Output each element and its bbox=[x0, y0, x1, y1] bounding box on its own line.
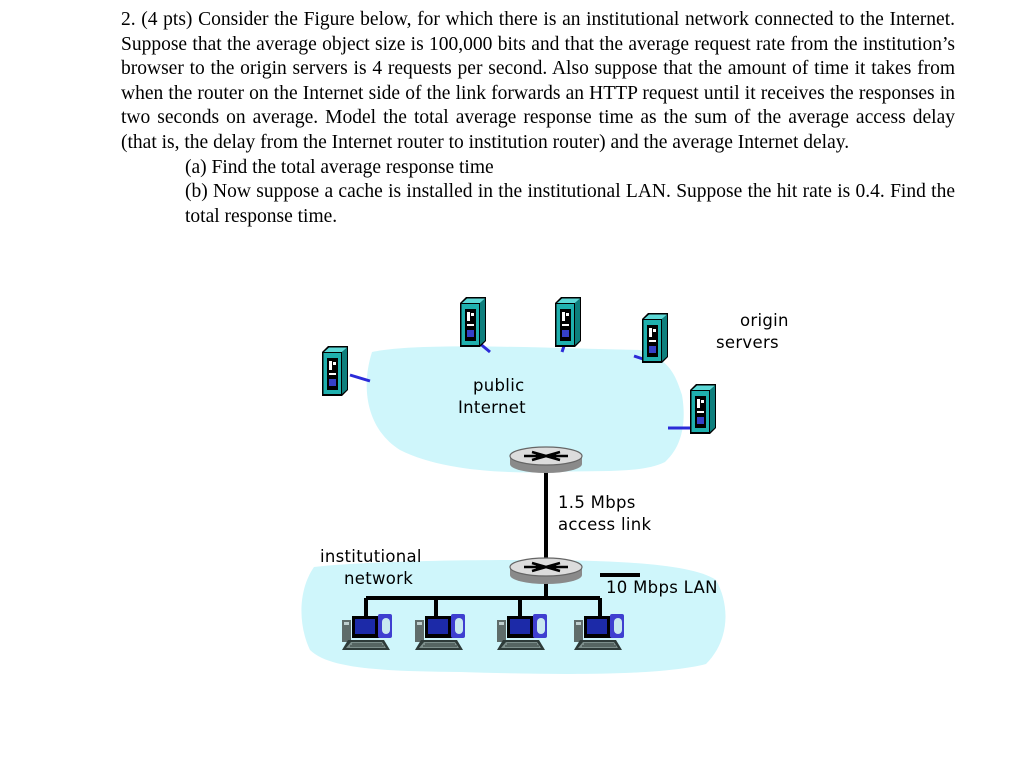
access-link-label: access link bbox=[558, 515, 651, 534]
institutional-label: institutional bbox=[320, 547, 422, 566]
origin-server-icon bbox=[322, 346, 348, 396]
origin-server-icon bbox=[690, 384, 716, 434]
origin-server-icon bbox=[555, 297, 581, 347]
servers-label: servers bbox=[716, 333, 779, 352]
public-internet-cloud bbox=[366, 346, 684, 473]
question-text: 2. (4 pts) Consider the Figure below, fo… bbox=[121, 8, 955, 229]
question-intro: 2. (4 pts) Consider the Figure below, fo… bbox=[121, 9, 955, 153]
public-label: public bbox=[473, 376, 524, 395]
institution-router-icon bbox=[508, 556, 584, 586]
internet-label: Internet bbox=[458, 398, 526, 417]
internet-router-icon bbox=[508, 445, 584, 475]
lan-speed-label: 10 Mbps LAN bbox=[606, 578, 718, 597]
origin-server-icon bbox=[460, 297, 486, 347]
network-label: network bbox=[344, 569, 413, 588]
question-part-a: (a) Find the total average response time bbox=[185, 156, 494, 178]
origin-label: origin bbox=[740, 311, 789, 330]
origin-server-icon bbox=[642, 313, 668, 363]
question-part-b: (b) Now suppose a cache is installed in … bbox=[185, 181, 955, 227]
access-speed-label: 1.5 Mbps bbox=[558, 493, 636, 512]
